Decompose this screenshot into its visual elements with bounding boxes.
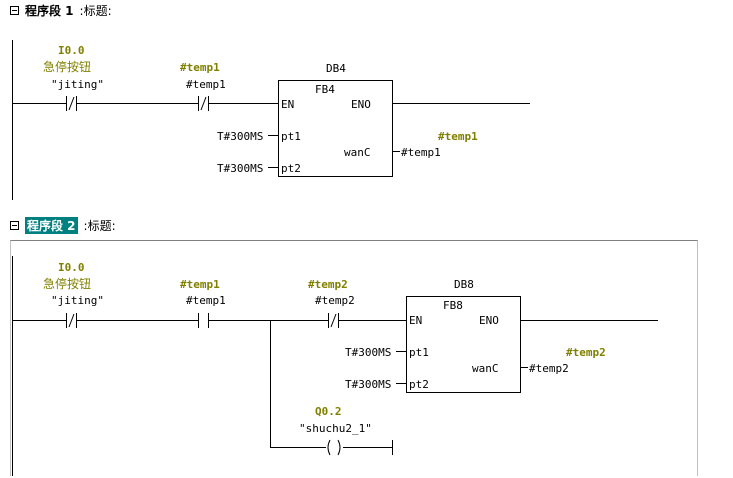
fb8-pt2: pt2 — [409, 378, 429, 391]
network-1-label[interactable]: 程序段 1 — [25, 3, 74, 18]
contact1-address: I0.0 — [58, 44, 85, 57]
fb8-out-address: #temp2 — [566, 346, 606, 359]
fb4-pt2-value[interactable]: T#300MS — [217, 162, 263, 175]
fb4-en: EN — [281, 98, 294, 111]
contact1-symbol: "jiting" — [51, 294, 104, 307]
fb4-type: FB4 — [315, 83, 335, 96]
contact-no-temp1[interactable] — [198, 313, 209, 328]
contact1-comment: 急停按钮 — [43, 276, 91, 291]
contact2-symbol: #temp1 — [186, 294, 226, 307]
contact1-symbol: "jiting" — [51, 78, 104, 91]
contact-nc-jiting[interactable] — [66, 313, 77, 328]
network-2-frame — [10, 240, 698, 476]
contact2-address: #temp1 — [180, 278, 220, 291]
collapse-toggle-icon[interactable] — [10, 220, 19, 230]
fb4-instance: DB4 — [326, 62, 346, 75]
contact1-address: I0.0 — [58, 261, 85, 274]
fb4-pt1: pt1 — [281, 130, 301, 143]
fb4-out-symbol[interactable]: #temp1 — [401, 146, 441, 159]
fb8-pt1-value[interactable]: T#300MS — [345, 346, 391, 359]
network-1-title[interactable]: :标题: — [79, 3, 112, 18]
contact-nc-jiting[interactable] — [66, 96, 77, 111]
fb4-wanc: wanC — [344, 146, 371, 159]
contact-nc-temp1[interactable] — [198, 96, 209, 111]
coil-address: Q0.2 — [315, 405, 342, 418]
network-1-header: 程序段 1 :标题: — [10, 2, 112, 18]
fb4-eno: ENO — [351, 98, 371, 111]
network-2-label[interactable]: 程序段 2 — [25, 216, 78, 234]
fb8-pt2-value[interactable]: T#300MS — [345, 378, 391, 391]
fb8-type: FB8 — [443, 299, 463, 312]
contact1-comment: 急停按钮 — [43, 59, 91, 74]
fb8-wanc: wanC — [472, 362, 499, 375]
fb4-out-address: #temp1 — [438, 130, 478, 143]
contact-nc-temp2[interactable] — [328, 313, 339, 328]
fb8-out-symbol[interactable]: #temp2 — [529, 362, 569, 375]
contact2-symbol: #temp1 — [186, 78, 226, 91]
fb8-eno: ENO — [479, 314, 499, 327]
fb8-instance: DB8 — [454, 278, 474, 291]
network-2-title[interactable]: :标题: — [83, 218, 116, 233]
contact3-symbol: #temp2 — [315, 294, 355, 307]
coil-symbol: "shuchu2_1" — [299, 422, 372, 435]
contact3-address: #temp2 — [308, 278, 348, 291]
fb8-en: EN — [409, 314, 422, 327]
fb4-block[interactable] — [278, 80, 393, 177]
collapse-toggle-icon[interactable] — [10, 5, 19, 15]
fb4-pt2: pt2 — [281, 162, 301, 175]
fb8-block[interactable] — [406, 296, 521, 393]
coil-shuchu2-1[interactable] — [327, 439, 341, 456]
contact2-address: #temp1 — [180, 61, 220, 74]
fb8-pt1: pt1 — [409, 346, 429, 359]
fb4-pt1-value[interactable]: T#300MS — [217, 130, 263, 143]
network-2-header: 程序段 2 :标题: — [10, 216, 116, 234]
